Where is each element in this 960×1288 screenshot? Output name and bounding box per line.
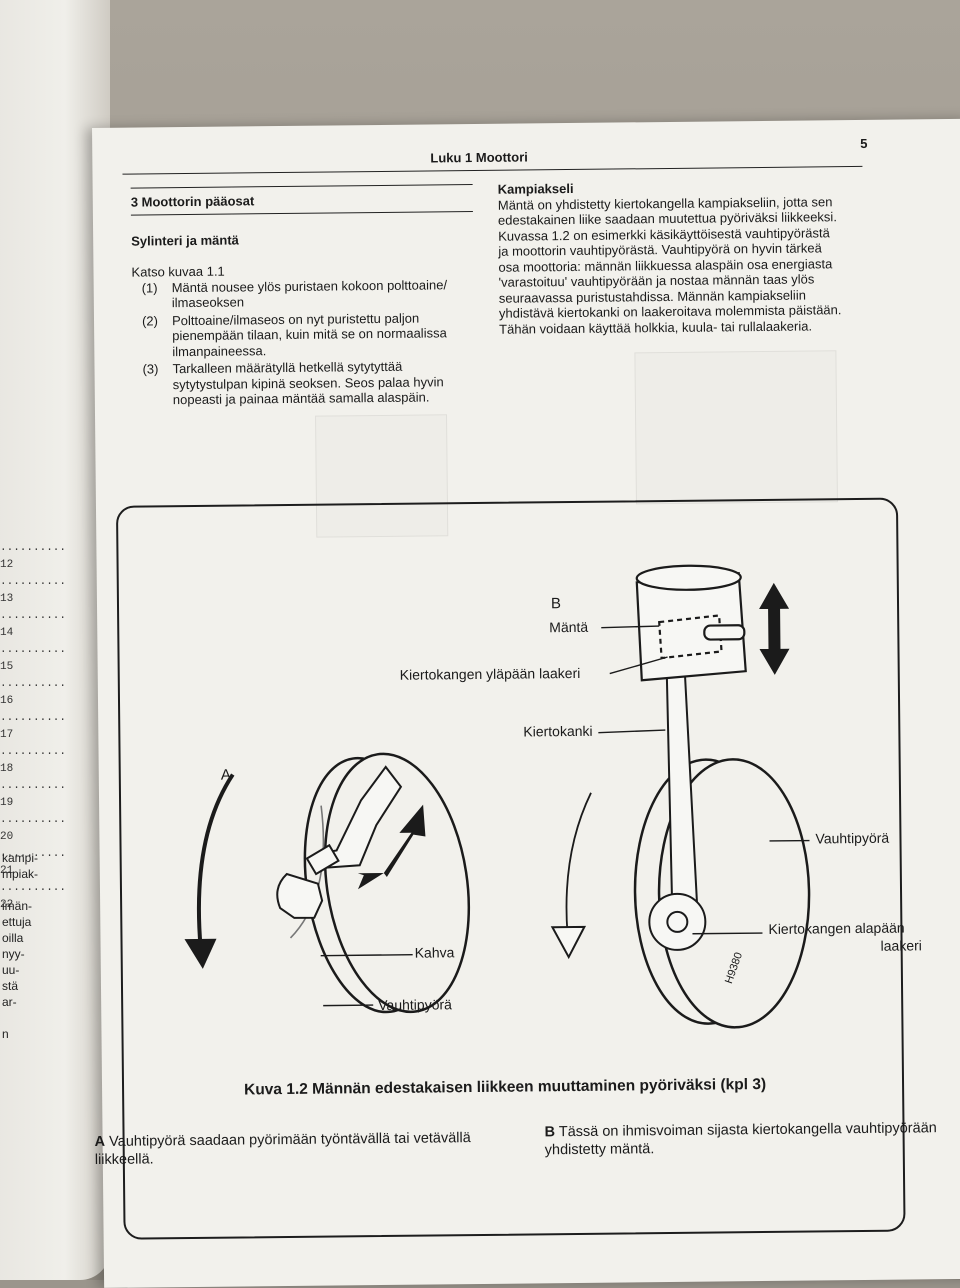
toc-line: .......... 15	[0, 642, 70, 676]
caption-b: B Tässä on ihmisvoiman sijasta kiertokan…	[544, 1119, 960, 1160]
double-arrow-b	[759, 583, 790, 675]
toc-line: .......... 12	[0, 540, 70, 574]
fragment-line: nyy-	[2, 946, 62, 962]
toc-line: .......... 18	[0, 744, 70, 778]
label-rod: Kiertokanki	[523, 723, 592, 740]
fragment-line: n	[2, 1026, 62, 1042]
fragment-line: ettuja	[2, 914, 62, 930]
label-b: B	[551, 595, 561, 612]
body-paragraph: Mäntä on yhdistetty kiertokangella kampi…	[498, 194, 844, 337]
label-big-end: Kiertokangen alapään	[768, 920, 904, 937]
chapter-title: Luku 1 Moottori	[430, 149, 528, 165]
fragment-line: ar-	[2, 994, 62, 1010]
right-column: Kampiakseli Mäntä on yhdistetty kiertoka…	[498, 178, 845, 337]
toc-line: .......... 17	[0, 710, 70, 744]
fragment-line: kampi-	[2, 850, 62, 866]
fragment-line	[2, 882, 62, 898]
numbered-list: (1)Mäntä nousee ylös puristaen kokoon po…	[132, 277, 475, 409]
toc-line: .......... 13	[0, 574, 70, 608]
page-header: Luku 1 Moottori 5	[122, 142, 862, 175]
label-kahva: Kahva	[415, 944, 455, 960]
label-flywheel-a: Vauhtipyörä	[378, 996, 452, 1013]
fragment-line: oilla	[2, 930, 62, 946]
toc-line: .......... 16	[0, 676, 70, 710]
main-page: Luku 1 Moottori 5 3 Moottorin pääosat Sy…	[92, 119, 960, 1288]
label-a: A	[221, 767, 231, 784]
fragment-line: uu-	[2, 962, 62, 978]
list-item: (2)Polttoaine/ilmaseos on nyt puristettu…	[132, 310, 474, 360]
rotation-arrow-b	[565, 793, 592, 933]
fragment-line: mpiak-	[2, 866, 62, 882]
label-piston: Mäntä	[549, 619, 588, 635]
arrowhead-a	[184, 939, 216, 969]
figure-box: A B Kahva Vauhtipyörä Mäntä Kiertokangen…	[116, 498, 906, 1240]
fragment-line	[2, 1010, 62, 1026]
toc-line: .......... 19	[0, 778, 70, 812]
caption-a: A Vauhtipyörä saadaan pyörimään työntävä…	[95, 1129, 525, 1170]
left-column: 3 Moottorin pääosat Sylinteri ja mäntä K…	[131, 184, 475, 410]
toc-line: .......... 14	[0, 608, 70, 642]
caption-b-text: Tässä on ihmisvoiman sijasta kiertokange…	[545, 1120, 937, 1158]
page-number: 5	[860, 136, 867, 151]
show-through	[634, 350, 838, 504]
label-small-end: Kiertokangen yläpään laakeri	[400, 665, 581, 683]
section-title: 3 Moottorin pääosat	[131, 184, 473, 215]
rotation-arrow-a	[198, 775, 235, 947]
subheading: Sylinteri ja mäntä	[131, 230, 473, 249]
label-big-end-2: laakeri	[881, 937, 922, 953]
caption-b-letter: B	[544, 1124, 555, 1140]
label-flywheel-b: Vauhtipyörä	[815, 830, 889, 847]
list-item: (1)Mäntä nousee ylös puristaen kokoon po…	[132, 277, 474, 312]
caption-a-text: Vauhtipyörä saadaan pyörimään työntäväll…	[95, 1130, 471, 1168]
figure-illustration	[118, 500, 902, 1068]
fragment-line: stä	[2, 978, 62, 994]
piston	[637, 565, 746, 680]
fragment-line: imän-	[2, 898, 62, 914]
figure-caption: Kuva 1.2 Männän edestakaisen liikkeen mu…	[244, 1076, 766, 1099]
flywheel-b	[634, 759, 811, 1029]
arrowhead-b	[552, 927, 584, 957]
toc-line: .......... 20	[0, 812, 70, 846]
caption-a-letter: A	[95, 1134, 106, 1150]
list-item: (3)Tarkalleen määrätyllä hetkellä sytyty…	[132, 358, 474, 408]
